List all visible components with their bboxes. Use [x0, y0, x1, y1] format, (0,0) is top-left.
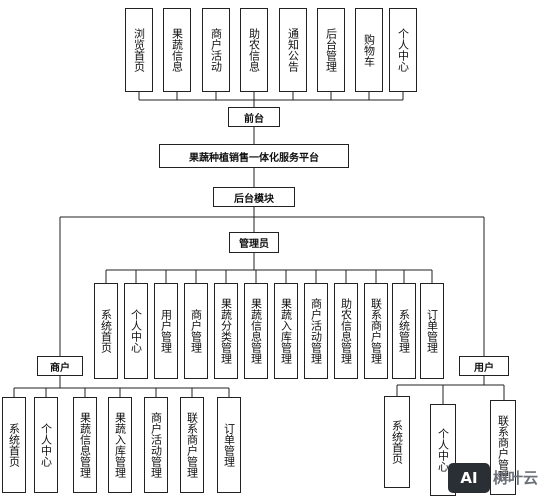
merchant-module-contact-mgmt: 联系商户管理 — [180, 397, 204, 493]
admin-module-category-mgmt: 果蔬分类管理 — [214, 283, 238, 379]
front-module-profile: 个人中心 — [389, 8, 417, 92]
user-module-label: 系统首页 — [390, 420, 404, 464]
admin-module-home: 系统首页 — [94, 283, 118, 379]
merchant-module-label: 商户活动管理 — [149, 412, 163, 478]
merchant-module-home: 系统首页 — [2, 397, 26, 493]
merchant-module-label: 系统首页 — [7, 423, 21, 467]
merchant-module-label: 个人中心 — [39, 423, 53, 467]
front-module-label: 商户活动 — [209, 28, 223, 72]
front-node: 前台 — [228, 107, 280, 127]
merchant-module-label: 订单管理 — [222, 423, 236, 467]
front-module-backend: 后台管理 — [317, 8, 345, 92]
admin-module-label: 助农信息管理 — [339, 298, 353, 364]
watermark-logo: AI 树叶云 — [446, 455, 547, 500]
front-module-cart: 购物车 — [355, 8, 383, 92]
admin-module-stock-in-mgmt: 果蔬入库管理 — [274, 283, 298, 379]
admin-module-activity-mgmt: 商户活动管理 — [304, 283, 328, 379]
merchant-node-label: 商户 — [50, 362, 70, 374]
merchant-module-activity-mgmt: 商户活动管理 — [144, 397, 168, 493]
admin-module-system-mgmt: 系统管理 — [392, 283, 416, 379]
front-module-label: 果蔬信息 — [170, 28, 184, 72]
admin-module-label: 果蔬分类管理 — [219, 298, 233, 364]
merchant-module-produce-mgmt: 果蔬信息管理 — [73, 397, 97, 493]
admin-module-user-mgmt: 用户管理 — [154, 283, 178, 379]
front-module-label: 通知公告 — [286, 28, 300, 72]
merchant-module-label: 果蔬入库管理 — [113, 412, 127, 478]
admin-module-contact-mgmt: 联系商户管理 — [364, 283, 388, 379]
merchant-module-stock-in-mgmt: 果蔬入库管理 — [108, 397, 132, 493]
watermark-badge: AI — [448, 462, 490, 493]
admin-module-label: 果蔬信息管理 — [249, 298, 263, 364]
admin-module-farm-aid-mgmt: 助农信息管理 — [334, 283, 358, 379]
backend-node-label: 后台模块 — [234, 193, 274, 205]
admin-module-label: 个人中心 — [129, 309, 143, 353]
front-module-label: 购物车 — [362, 33, 376, 67]
backend-node: 后台模块 — [213, 187, 295, 207]
front-module-label: 后台管理 — [324, 28, 338, 72]
front-module-label: 个人中心 — [396, 28, 410, 72]
user-module-label: 个人中心 — [436, 428, 450, 472]
front-node-label: 前台 — [244, 113, 264, 125]
user-module-label: 联系商户管理 — [496, 414, 510, 481]
admin-node-label: 管理员 — [239, 239, 269, 250]
front-module-label: 浏览首页 — [132, 28, 146, 72]
admin-module-profile: 个人中心 — [124, 283, 148, 379]
admin-module-merchant-mgmt: 商户管理 — [184, 283, 208, 379]
front-module-merchant-activity: 商户活动 — [202, 8, 230, 92]
admin-module-label: 订单管理 — [425, 309, 439, 353]
admin-module-order-mgmt: 订单管理 — [420, 283, 444, 379]
user-module-home: 系统首页 — [384, 396, 410, 488]
user-node-label: 用户 — [474, 362, 494, 374]
watermark-text: 树叶云 — [493, 469, 539, 487]
merchant-module-profile: 个人中心 — [34, 397, 58, 493]
merchant-module-label: 联系商户管理 — [185, 412, 199, 478]
admin-node: 管理员 — [229, 232, 279, 253]
admin-module-label: 用户管理 — [159, 309, 173, 353]
front-module-label: 助农信息 — [247, 28, 261, 72]
merchant-module-order-mgmt: 订单管理 — [217, 397, 241, 493]
front-module-produce-info: 果蔬信息 — [163, 8, 191, 92]
user-module-contact-mgmt: 联系商户管理 — [490, 400, 516, 495]
user-node: 用户 — [459, 356, 509, 376]
admin-module-label: 商户管理 — [189, 309, 203, 353]
admin-module-label: 联系商户管理 — [369, 298, 383, 364]
admin-module-label: 果蔬入库管理 — [279, 298, 293, 364]
platform-title: 果蔬种植销售一体化服务平台 — [189, 152, 319, 164]
platform-title-box: 果蔬种植销售一体化服务平台 — [159, 144, 349, 168]
admin-module-label: 商户活动管理 — [309, 298, 323, 364]
admin-module-label: 系统首页 — [99, 309, 113, 353]
merchant-node: 商户 — [37, 356, 83, 376]
front-module-farm-aid: 助农信息 — [240, 8, 268, 92]
front-module-notice: 通知公告 — [279, 8, 307, 92]
admin-module-label: 系统管理 — [397, 309, 411, 353]
front-module-home: 浏览首页 — [125, 8, 153, 92]
admin-module-produce-mgmt: 果蔬信息管理 — [244, 283, 268, 379]
merchant-module-label: 果蔬信息管理 — [78, 412, 92, 478]
